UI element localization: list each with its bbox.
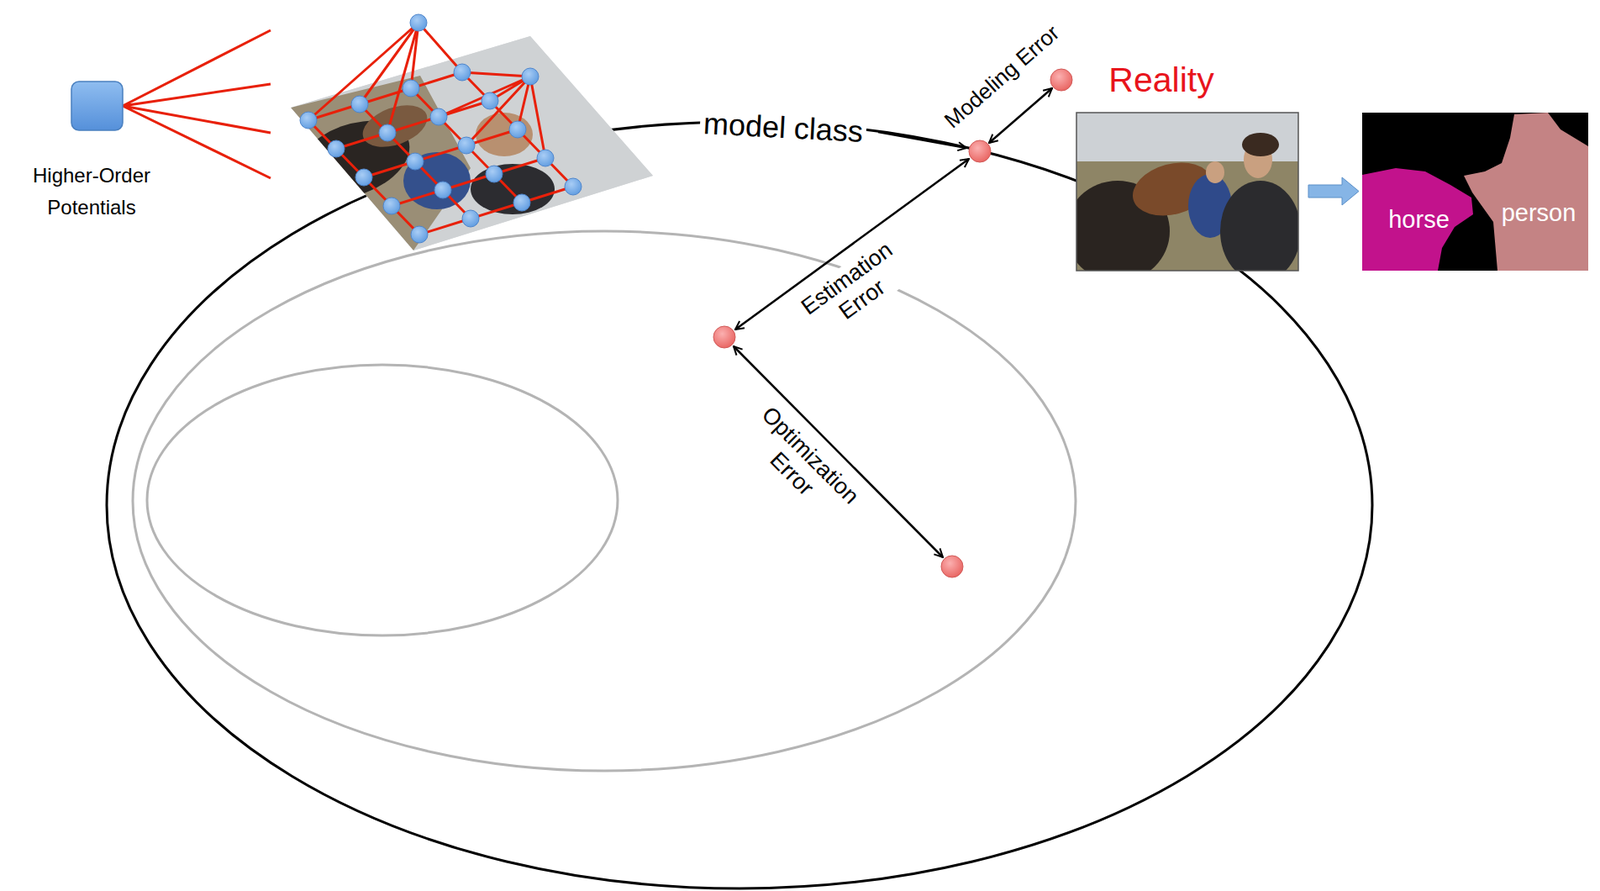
- photo-sky: [285, 33, 656, 253]
- factor-edges: [122, 30, 271, 179]
- middle-ellipse: [132, 231, 1076, 771]
- graph-node: [300, 111, 317, 129]
- error-label: Optimization Error: [735, 399, 867, 531]
- model-points: [713, 68, 1073, 578]
- photo-jacket: [470, 163, 555, 215]
- estimation-dot: [713, 326, 736, 348]
- graph-node: [406, 152, 424, 170]
- error-label: Estimation Error: [794, 235, 916, 344]
- block-arrow: [1308, 177, 1359, 206]
- error-label: Modeling Error: [936, 17, 1067, 136]
- graph-node: [327, 140, 345, 158]
- region-label: horse: [1388, 205, 1450, 235]
- segment-region: horse: [1362, 168, 1476, 271]
- photo-face: [1205, 161, 1225, 184]
- graph-node: [410, 14, 427, 32]
- region-fill: [1362, 168, 1474, 271]
- model-class-label: model class: [699, 105, 868, 150]
- reality-label: Reality: [1105, 60, 1217, 100]
- graph-node: [564, 178, 582, 195]
- graph-node: [536, 149, 554, 167]
- graph-node: [453, 63, 471, 81]
- photo-person-blue: [403, 152, 471, 210]
- graph-node: [410, 226, 428, 243]
- graph-node: [521, 68, 539, 85]
- higher-order-factor: [71, 30, 271, 179]
- segment-region: person: [1463, 112, 1589, 271]
- graph-node: [481, 92, 499, 110]
- region-label: person: [1501, 198, 1577, 228]
- photo-jacket: [1220, 180, 1299, 271]
- input-photo: [1065, 112, 1301, 282]
- error-arrows: [733, 88, 1053, 558]
- optimization-error-arrow: [733, 346, 943, 558]
- optimization-dot: [941, 555, 964, 578]
- graph-edges: [308, 22, 574, 235]
- reality-dot: [1050, 68, 1073, 91]
- segmentation-ground: [1362, 112, 1589, 271]
- graph-node: [509, 121, 527, 138]
- graph-node: [430, 108, 448, 126]
- region-fill: [1463, 112, 1589, 271]
- model-class-ellipse: [106, 121, 1373, 889]
- graph-node: [351, 95, 369, 113]
- graph-nodes: [300, 14, 582, 243]
- factor-square: [71, 81, 123, 131]
- graph-node: [402, 79, 420, 97]
- inner-ellipse: [147, 364, 618, 636]
- photo-hair: [1242, 132, 1279, 157]
- graph-node: [513, 194, 531, 211]
- graph-node: [485, 165, 503, 183]
- photo-frame: [1076, 112, 1299, 271]
- modeling-error-arrow: [989, 88, 1053, 143]
- graph-node: [378, 124, 396, 142]
- graph-node: [355, 168, 373, 186]
- tilted-photo: [285, 14, 656, 253]
- graph-node: [434, 181, 452, 199]
- side-label: Higher-Order Potentials: [4, 159, 179, 224]
- region-shape: [1463, 112, 1589, 271]
- model-dot: [968, 140, 991, 163]
- graph-node: [457, 136, 475, 154]
- graph-node: [462, 210, 479, 227]
- graph-node: [383, 197, 400, 215]
